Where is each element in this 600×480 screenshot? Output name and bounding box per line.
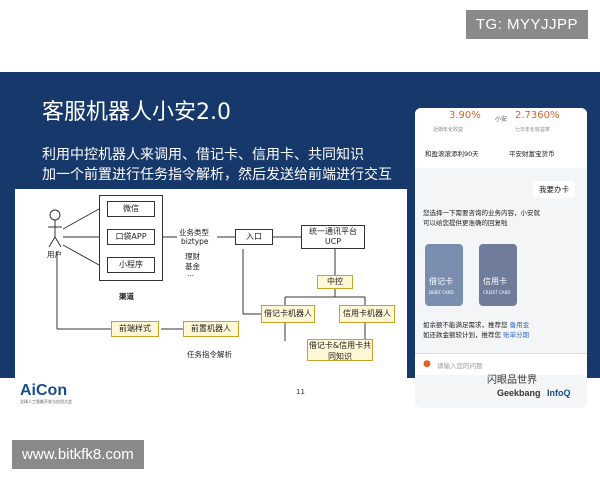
product-2[interactable]: 平安财富宝货币 bbox=[509, 150, 555, 158]
diagram-connectors bbox=[48, 208, 366, 341]
slide-title: 客服机器人小安2.0 bbox=[42, 100, 231, 125]
shared-line-1: 借记卡&信用卡共 bbox=[308, 341, 372, 350]
rate-2-label: 七日年化收益率 bbox=[515, 127, 551, 133]
bot-message-2: 如余额不能满足需求，推荐您 备用金 如还款金额较计划，推荐您 账单分期 bbox=[423, 320, 529, 340]
central-control-box: 中控 bbox=[317, 275, 353, 289]
chat-input[interactable]: 请输入您的问题 bbox=[437, 362, 483, 370]
user-label: 用户 bbox=[47, 250, 62, 259]
ucp-line-1: 统一通讯平台 bbox=[309, 227, 357, 236]
ucp-line-2: UCP bbox=[324, 237, 342, 246]
bot-message-1-line-2: 可以给您提供更准确的回复啦 bbox=[423, 219, 508, 227]
shared-knowledge-box: 借记卡&信用卡共 同知识 bbox=[307, 339, 373, 361]
debit-bot-box: 借记卡机器人 bbox=[261, 305, 315, 323]
user-stick-figure-icon bbox=[48, 209, 62, 248]
reserve-fund-link[interactable]: 备用金 bbox=[509, 321, 530, 329]
pre-bot-box: 前置机器人 bbox=[183, 321, 239, 337]
bot-message-1: 您选择一下需要咨询的业务内容，小安就 可以给您提供更准确的回复啦 bbox=[423, 208, 583, 228]
rate-1-label: 近期年化收益 bbox=[433, 127, 464, 133]
biz-example-3: ... bbox=[187, 269, 195, 278]
aicon-logo: AiCon bbox=[20, 382, 68, 399]
ucp-box: 统一通讯平台 UCP bbox=[301, 225, 365, 249]
debit-card-en: DEBIT CARD bbox=[429, 290, 454, 295]
credit-card-button[interactable]: 信用卡 CREDIT CARD bbox=[479, 244, 517, 306]
slide-subtitle-2: 加一个前置进行任务指令解析，然后发送给前端进行交互 bbox=[42, 167, 392, 183]
biz-type-code: biztype bbox=[181, 237, 209, 246]
debit-card-label: 借记卡 bbox=[429, 277, 453, 286]
bot-message-1-line-1: 您选择一下需要咨询的业务内容，小安就 bbox=[423, 209, 540, 217]
bot-message-2-line-2: 如还款金额较计划，推荐您 bbox=[423, 331, 501, 339]
product-panel: 3.90% 2.7360% 近期年化收益 七日年化收益率 小安 和盈滚滚添利90… bbox=[415, 108, 587, 168]
biz-example-1: 理财 bbox=[185, 252, 200, 261]
page-number: 11 bbox=[296, 388, 305, 396]
chat-input-bar: ● 请输入您的问题 bbox=[415, 353, 587, 375]
credit-bot-box: 信用卡机器人 bbox=[339, 305, 395, 323]
rate-1: 3.90% bbox=[449, 110, 481, 121]
watermark-bottom: www.bitkfk8.com bbox=[12, 440, 144, 469]
channel-app: 口袋APP bbox=[107, 229, 155, 245]
geekbang-logo: Geekbang bbox=[497, 388, 541, 398]
infoq-logo: InfoQ bbox=[547, 388, 571, 398]
channel-wechat: 微信 bbox=[107, 201, 155, 217]
microphone-icon[interactable]: ● bbox=[423, 359, 431, 369]
aicon-logo-subtitle: 全球人工智能开发与应用大会 bbox=[20, 399, 72, 404]
debit-card-button[interactable]: 借记卡 DEBIT CARD bbox=[425, 244, 463, 306]
entry-box: 入口 bbox=[235, 229, 273, 245]
channel-miniprogram: 小程序 bbox=[107, 257, 155, 273]
bill-installment-link[interactable]: 账单分期 bbox=[503, 331, 530, 339]
wechat-account-watermark: 闪眼品世界 bbox=[487, 375, 537, 386]
biz-example-2: 基金 bbox=[185, 262, 200, 271]
product-1[interactable]: 和盈滚滚添利90天 bbox=[425, 150, 479, 158]
chat-header: 小安 bbox=[495, 116, 508, 123]
channel-label: 渠道 bbox=[119, 292, 134, 301]
bot-message-2-line-1: 如余额不能满足需求，推荐您 bbox=[423, 321, 508, 329]
task-parse-label: 任务指令解析 bbox=[187, 350, 232, 359]
front-style-box: 前端样式 bbox=[111, 321, 159, 337]
rate-2: 2.7360% bbox=[515, 110, 560, 121]
watermark-top: TG: MYYJJPP bbox=[465, 10, 588, 39]
user-message: 我要办卡 bbox=[533, 181, 575, 198]
slide-subtitle-1: 利用中控机器人来调用、借记卡、信用卡、共同知识 bbox=[42, 147, 364, 163]
credit-card-label: 信用卡 bbox=[483, 277, 507, 286]
phone-mockup: 3.90% 2.7360% 近期年化收益 七日年化收益率 小安 和盈滚滚添利90… bbox=[415, 108, 587, 408]
biz-type-label: 业务类型 bbox=[179, 228, 209, 237]
credit-card-en: CREDIT CARD bbox=[483, 290, 511, 295]
shared-line-2: 同知识 bbox=[328, 352, 352, 361]
architecture-diagram: 用户 微信 口袋APP 小程序 渠道 业务类型 biztype 理财 基金 ..… bbox=[15, 189, 407, 381]
